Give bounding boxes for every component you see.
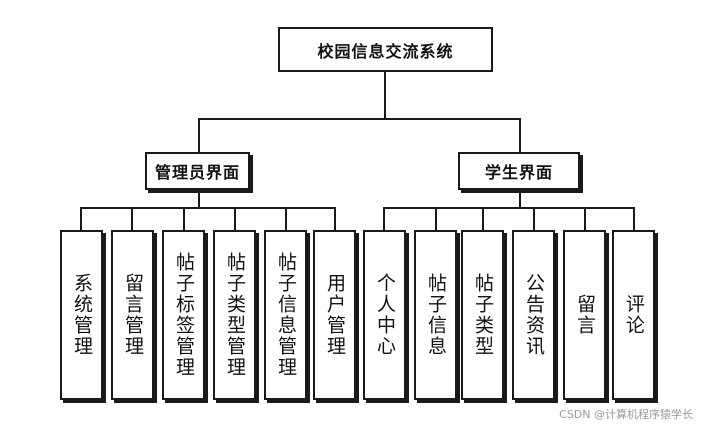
student-leaf-2-label: 帖子信息 — [425, 273, 447, 357]
student-leaf-4: 公告资讯 — [512, 230, 555, 400]
student-leaf-1-label: 个人中心 — [374, 273, 396, 357]
admin-leaf-1-label: 系统管理 — [71, 273, 93, 357]
student-leaf-5: 留言 — [563, 230, 606, 400]
student-leaf-3: 帖子类型 — [461, 230, 504, 400]
connector-to-admin — [198, 118, 200, 152]
connector-admin-leaf-2 — [131, 207, 133, 230]
student-leaf-2: 帖子信息 — [414, 230, 457, 400]
admin-leaf-4: 帖子类型管理 — [213, 230, 256, 400]
student-leaf-6-label: 评论 — [623, 294, 645, 336]
connector-student-leaf-2 — [435, 207, 437, 230]
watermark: CSDN @计算机程序猿学长 — [559, 408, 693, 421]
connector-student-leaf-1 — [383, 207, 385, 230]
admin-node: 管理员界面 — [145, 152, 250, 190]
student-leaf-5-label: 留言 — [574, 294, 596, 336]
admin-leaf-5: 帖子信息管理 — [264, 230, 307, 400]
connector-student-leaf-6 — [633, 207, 635, 230]
admin-leaf-6: 用户管理 — [313, 230, 356, 400]
admin-leaf-3-label: 帖子标签管理 — [173, 252, 195, 378]
student-node-label: 学生界面 — [484, 163, 553, 182]
admin-leaf-1: 系统管理 — [60, 230, 103, 400]
admin-leaf-5-label: 帖子信息管理 — [275, 252, 297, 378]
admin-leaf-6-label: 用户管理 — [324, 273, 346, 357]
root-node: 校园信息交流系统 — [278, 27, 493, 72]
admin-leaf-2-label: 留言管理 — [122, 273, 144, 357]
connector-student-leaf-4 — [533, 207, 535, 230]
connector-student-down — [519, 190, 521, 208]
connector-root-horizontal — [198, 118, 520, 120]
connector-admin-leaf-4 — [234, 207, 236, 230]
connector-admin-leaf-3 — [183, 207, 185, 230]
connector-admin-horizontal — [80, 207, 336, 209]
connector-admin-leaf-5 — [285, 207, 287, 230]
student-node: 学生界面 — [458, 152, 580, 190]
student-leaf-1: 个人中心 — [363, 230, 406, 400]
student-leaf-3-label: 帖子类型 — [472, 273, 494, 357]
root-node-label: 校园信息交流系统 — [317, 41, 454, 61]
admin-leaf-2: 留言管理 — [111, 230, 154, 400]
connector-admin-down — [198, 190, 200, 208]
connector-to-student — [519, 118, 521, 152]
connector-student-leaf-5 — [584, 207, 586, 230]
connector-admin-leaf-1 — [80, 207, 82, 230]
student-leaf-6: 评论 — [612, 230, 655, 400]
connector-student-horizontal — [383, 207, 635, 209]
connector-root-down — [384, 72, 386, 119]
connector-admin-leaf-6 — [334, 207, 336, 230]
student-leaf-4-label: 公告资讯 — [523, 273, 545, 357]
admin-node-label: 管理员界面 — [154, 163, 240, 182]
admin-leaf-3: 帖子标签管理 — [162, 230, 205, 400]
connector-student-leaf-3 — [482, 207, 484, 230]
admin-leaf-4-label: 帖子类型管理 — [224, 252, 246, 378]
